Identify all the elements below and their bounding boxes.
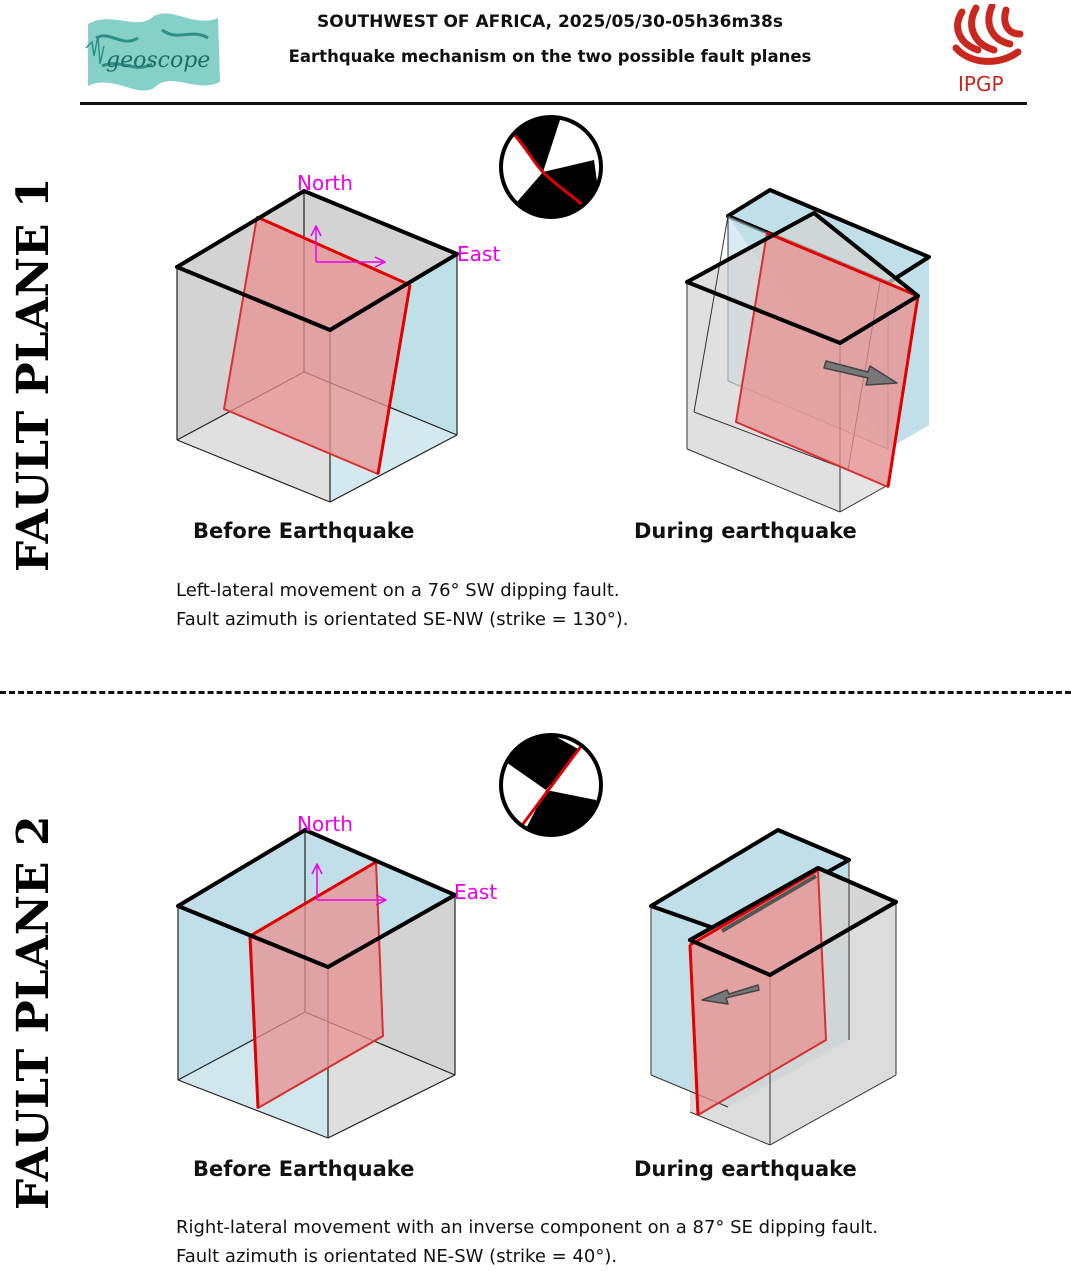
plane2-before-caption: Before Earthquake [193,1157,415,1181]
beachball-plane-1 [499,115,603,219]
plane1-axis-arrows [310,225,386,268]
plane1-desc-line2: Fault azimuth is orientated SE-NW (strik… [176,609,629,630]
plane1-north-label: North [297,171,353,195]
plane2-description: Right-lateral movement with an inverse c… [176,1213,878,1271]
geoscope-wordmark: geoscope [106,48,211,73]
section-divider [0,691,1071,694]
plane1-east-label: East [457,242,501,266]
header-rule [80,102,1027,105]
plane2-during-block [649,828,898,1146]
plane2-east-label: East [454,880,498,904]
plane2-before-block [176,828,457,1139]
plane2-during-caption: During earthquake [634,1157,857,1181]
geoscope-logo: geoscope [82,8,224,94]
plane1-slip-arrow [823,360,898,386]
plane2-slip-arrow [701,984,760,1005]
report-title: SOUTHWEST OF AFRICA, 2025/05/30-05h36m38… [317,12,783,32]
report-subtitle: Earthquake mechanism on the two possible… [288,47,812,66]
geoscope-logo-graphic [85,13,220,91]
plane1-during-caption: During earthquake [634,519,857,543]
beachball-plane-2 [499,733,603,837]
plane2-desc-line1: Right-lateral movement with an inverse c… [176,1217,879,1238]
ipgp-emblem [952,4,1024,65]
plane1-during-block [685,188,931,513]
plane2-axis-arrows [311,863,387,906]
ipgp-wordmark: IPGP [958,72,1004,96]
plane1-before-caption: Before Earthquake [193,519,415,543]
plane1-before-block [175,189,459,503]
plane1-description: Left-lateral movement on a 76° SW dippin… [176,576,629,634]
plane2-north-label: North [297,812,353,836]
plane2-desc-line2: Fault azimuth is orientated NE-SW (strik… [176,1246,618,1267]
ipgp-logo: IPGP [948,4,1026,98]
plane1-desc-line1: Left-lateral movement on a 76° SW dippin… [176,580,620,601]
